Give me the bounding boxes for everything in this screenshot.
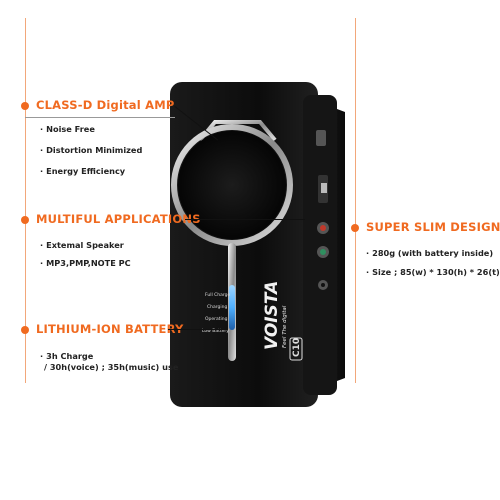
slim-item: ·Size ; 85(w) * 130(h) * 26(t) [366,267,500,277]
led-label-charging: Charging [207,304,227,310]
switch-knob [321,183,327,193]
left-guide-line [25,18,26,383]
multiful-pointer-line [185,219,305,220]
multiful-item: ·Extemal Speaker [40,240,124,250]
led-label-low-battery: Low Battery [202,328,229,334]
led-label-full-charge: Full Charge [205,292,231,298]
multiful-dot [21,216,29,224]
battery-pointer-line [168,329,228,330]
slim-title: SUPER SLIM DESIGN [366,220,500,234]
model-name: C10 [292,338,302,357]
class-d-title: CLASS-D Digital AMP [36,98,175,112]
class-d-item: ·Energy Efficiency [40,166,126,176]
brand-tagline: Feel The digital [282,305,288,348]
led-label-operating: Operating [205,316,228,322]
class-d-item: ·Noise Free [40,124,95,134]
slim-dot [351,224,359,232]
battery-line-1: ·3h Charge [40,351,94,361]
right-guide-line [355,18,356,383]
multiful-item: ·MP3,PMP,NOTE PC [40,258,131,268]
class-d-item: ·Distortion Minimized [40,145,143,155]
class-d-dot [21,102,29,110]
brand-name: VOISTA [262,281,282,350]
multiful-title: MULTIFUL APPLICATIONS [36,212,201,226]
slim-item: ·280g (with battery inside) [366,248,494,258]
battery-dot [21,326,29,334]
usb-port [316,130,326,146]
battery-line-2: / 30h(voice) ; 35h(music) use [44,362,179,372]
class-d-baseline [25,117,175,118]
battery-title: LITHIUM-ION BATTERY [36,322,184,336]
